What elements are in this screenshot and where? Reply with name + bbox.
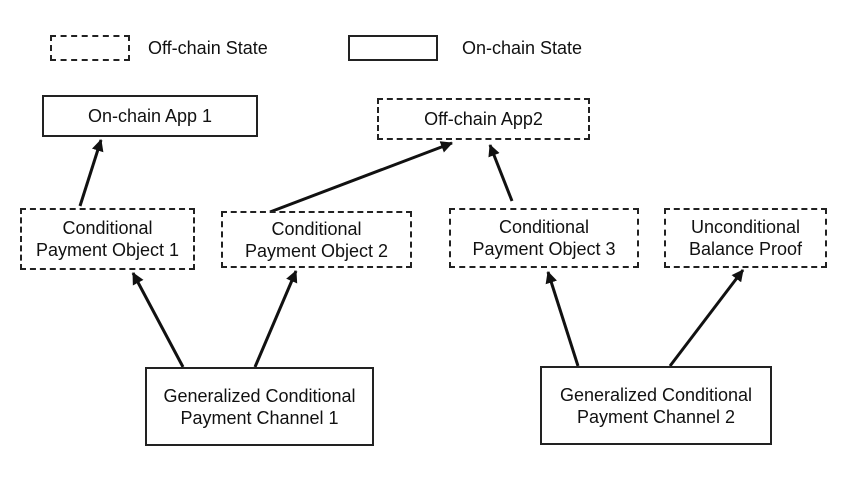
edge-cpo1-to-onchain-app1 — [78, 139, 104, 207]
conditional-payment-object-1-box: Conditional Payment Object 1 — [20, 208, 195, 270]
edge-gcpc1-to-cpo2 — [253, 270, 298, 368]
unconditional-balance-proof-box: Unconditional Balance Proof — [664, 208, 827, 268]
cpo1-line2: Payment Object 1 — [35, 240, 180, 260]
edge-gcpc2-to-ubp — [668, 269, 745, 367]
ubp-line1: Unconditional — [690, 217, 801, 237]
gcpc2-line1: Generalized Conditional — [559, 384, 753, 405]
edge-cpo3-to-offchain-app2 — [488, 144, 514, 202]
legend-onchain-label: On-chain State — [462, 38, 583, 58]
onchain-app-1-label: On-chain App 1 — [87, 106, 213, 126]
edge-cpo2-to-offchain-app2 — [269, 141, 453, 214]
legend-onchain-swatch — [348, 35, 438, 61]
gcpc2-line2: Payment Channel 2 — [576, 406, 736, 427]
cpo3-line2: Payment Object 3 — [472, 239, 616, 259]
offchain-app-2-label: Off-chain App2 — [424, 109, 543, 129]
cpo2-line1: Conditional — [271, 218, 362, 239]
cpo1-line1: Conditional — [62, 218, 153, 238]
legend-offchain-label: Off-chain State — [148, 38, 268, 58]
edge-gcpc1-to-cpo1 — [131, 272, 185, 368]
conditional-payment-object-3-box: Conditional Payment Object 3 — [449, 208, 639, 268]
legend-offchain-swatch — [50, 35, 130, 61]
generalized-conditional-payment-channel-1-box: Generalized Conditional Payment Channel … — [145, 367, 374, 446]
cpo3-line1: Conditional — [498, 217, 590, 237]
offchain-app-2-box: Off-chain App2 — [377, 98, 590, 140]
onchain-app-1-box: On-chain App 1 — [42, 95, 258, 137]
edge-gcpc2-to-cpo3 — [545, 271, 580, 367]
gcpc1-line2: Payment Channel 1 — [180, 407, 339, 428]
ubp-line2: Balance Proof — [688, 239, 803, 259]
conditional-payment-object-2-box: Conditional Payment Object 2 — [221, 211, 412, 268]
gcpc1-line1: Generalized Conditional — [163, 385, 356, 406]
generalized-conditional-payment-channel-2-box: Generalized Conditional Payment Channel … — [540, 366, 772, 445]
cpo2-line2: Payment Object 2 — [244, 240, 389, 261]
